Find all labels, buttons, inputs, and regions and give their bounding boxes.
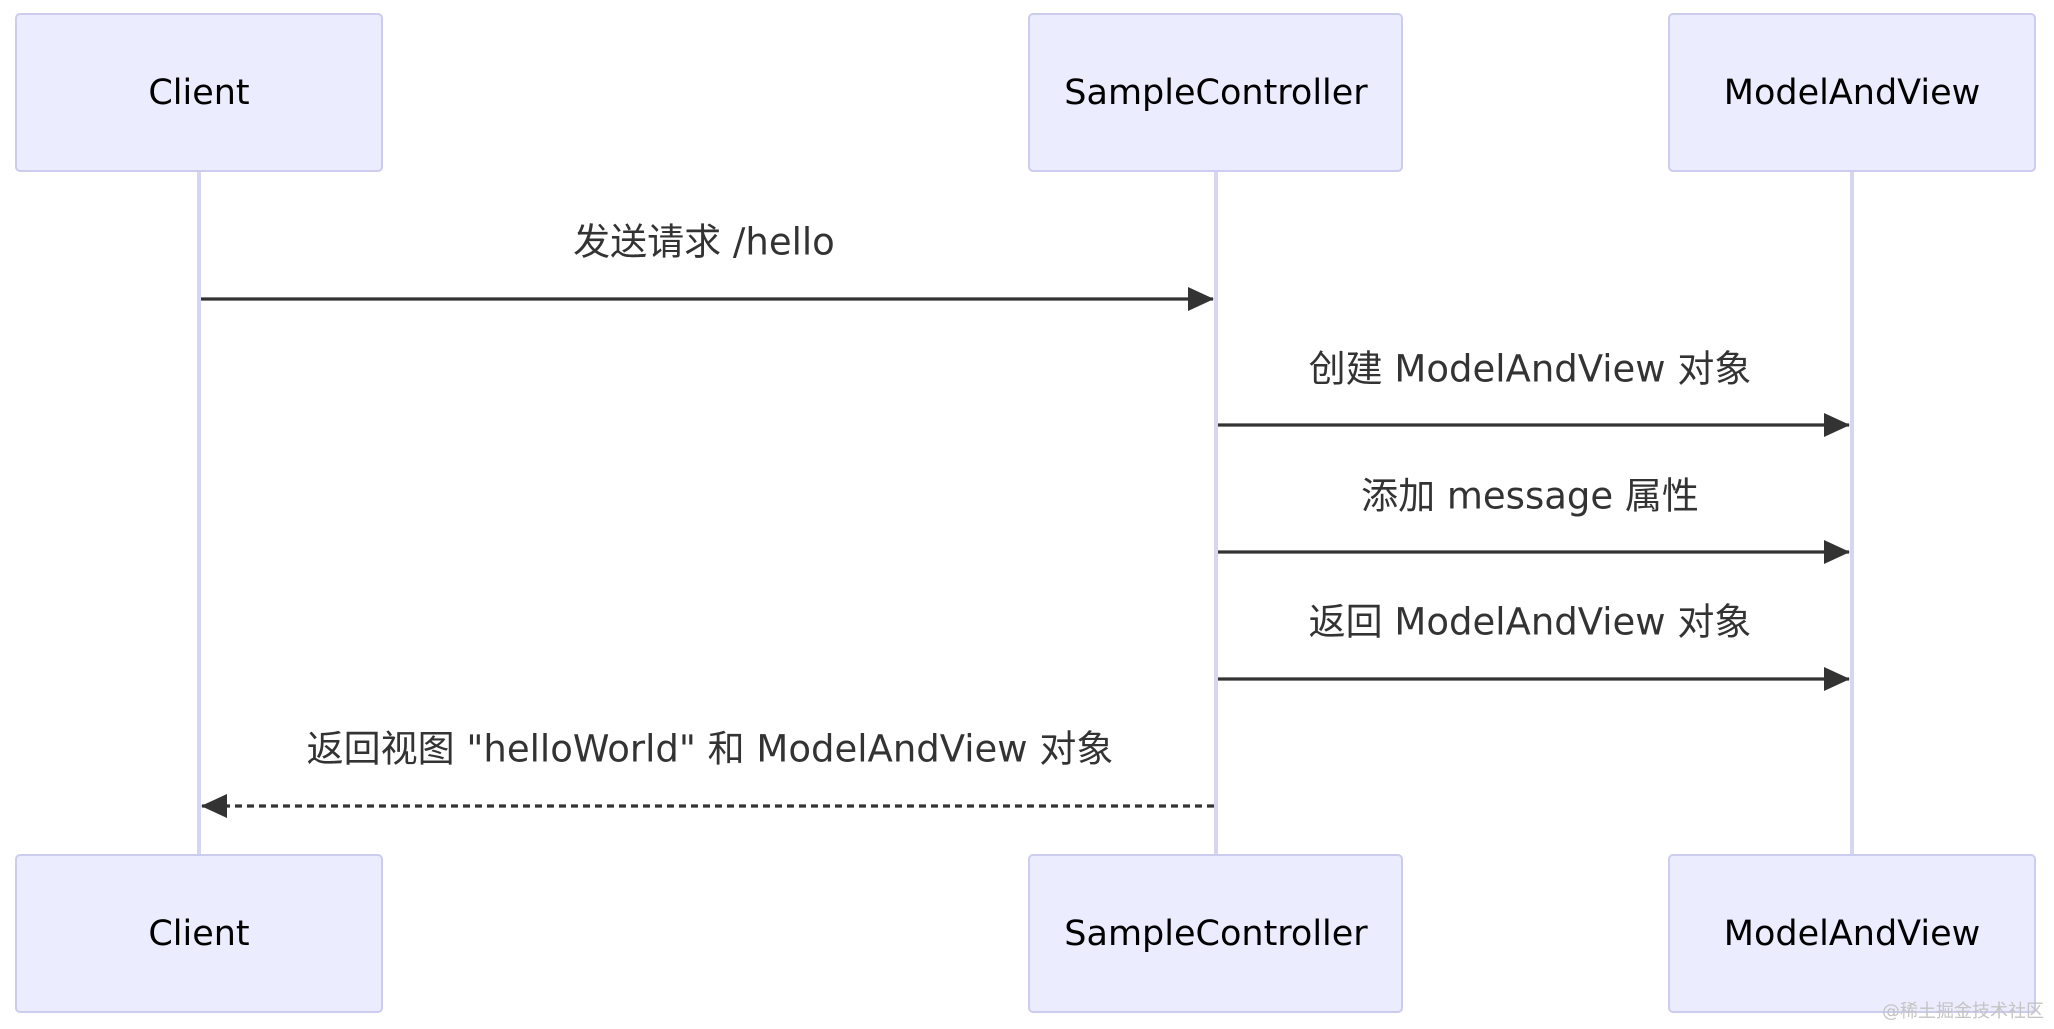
participant-client-top: Client (15, 13, 383, 172)
participant-label: Client (148, 914, 249, 954)
message-label: 返回 ModelAndView 对象 (1309, 601, 1752, 644)
participant-modelandview-top: ModelAndView (1668, 13, 2036, 172)
participant-modelandview-bottom: ModelAndView (1668, 854, 2036, 1013)
participant-samplecontroller-top: SampleController (1028, 13, 1403, 172)
participant-samplecontroller-bottom: SampleController (1028, 854, 1403, 1013)
watermark: @稀土掘金技术社区 (1882, 1001, 2044, 1022)
message-label: 返回视图 "helloWorld" 和 ModelAndView 对象 (307, 728, 1114, 771)
participant-label: ModelAndView (1724, 73, 1980, 113)
message-return-view: 返回视图 "helloWorld" 和 ModelAndView 对象 (201, 728, 1214, 818)
message-return-modelandview: 返回 ModelAndView 对象 (1218, 601, 1850, 691)
message-create-modelandview: 创建 ModelAndView 对象 (1218, 348, 1850, 437)
participant-label: Client (148, 73, 249, 113)
message-send-request: 发送请求 /hello (201, 221, 1214, 311)
participant-label: SampleController (1064, 914, 1368, 954)
participant-label: SampleController (1064, 73, 1368, 113)
message-label: 添加 message 属性 (1361, 475, 1699, 518)
participant-client-bottom: Client (15, 854, 383, 1013)
participant-label: ModelAndView (1724, 914, 1980, 954)
message-label: 发送请求 /hello (573, 221, 835, 264)
message-label: 创建 ModelAndView 对象 (1309, 348, 1752, 391)
message-add-attribute: 添加 message 属性 (1218, 475, 1850, 564)
